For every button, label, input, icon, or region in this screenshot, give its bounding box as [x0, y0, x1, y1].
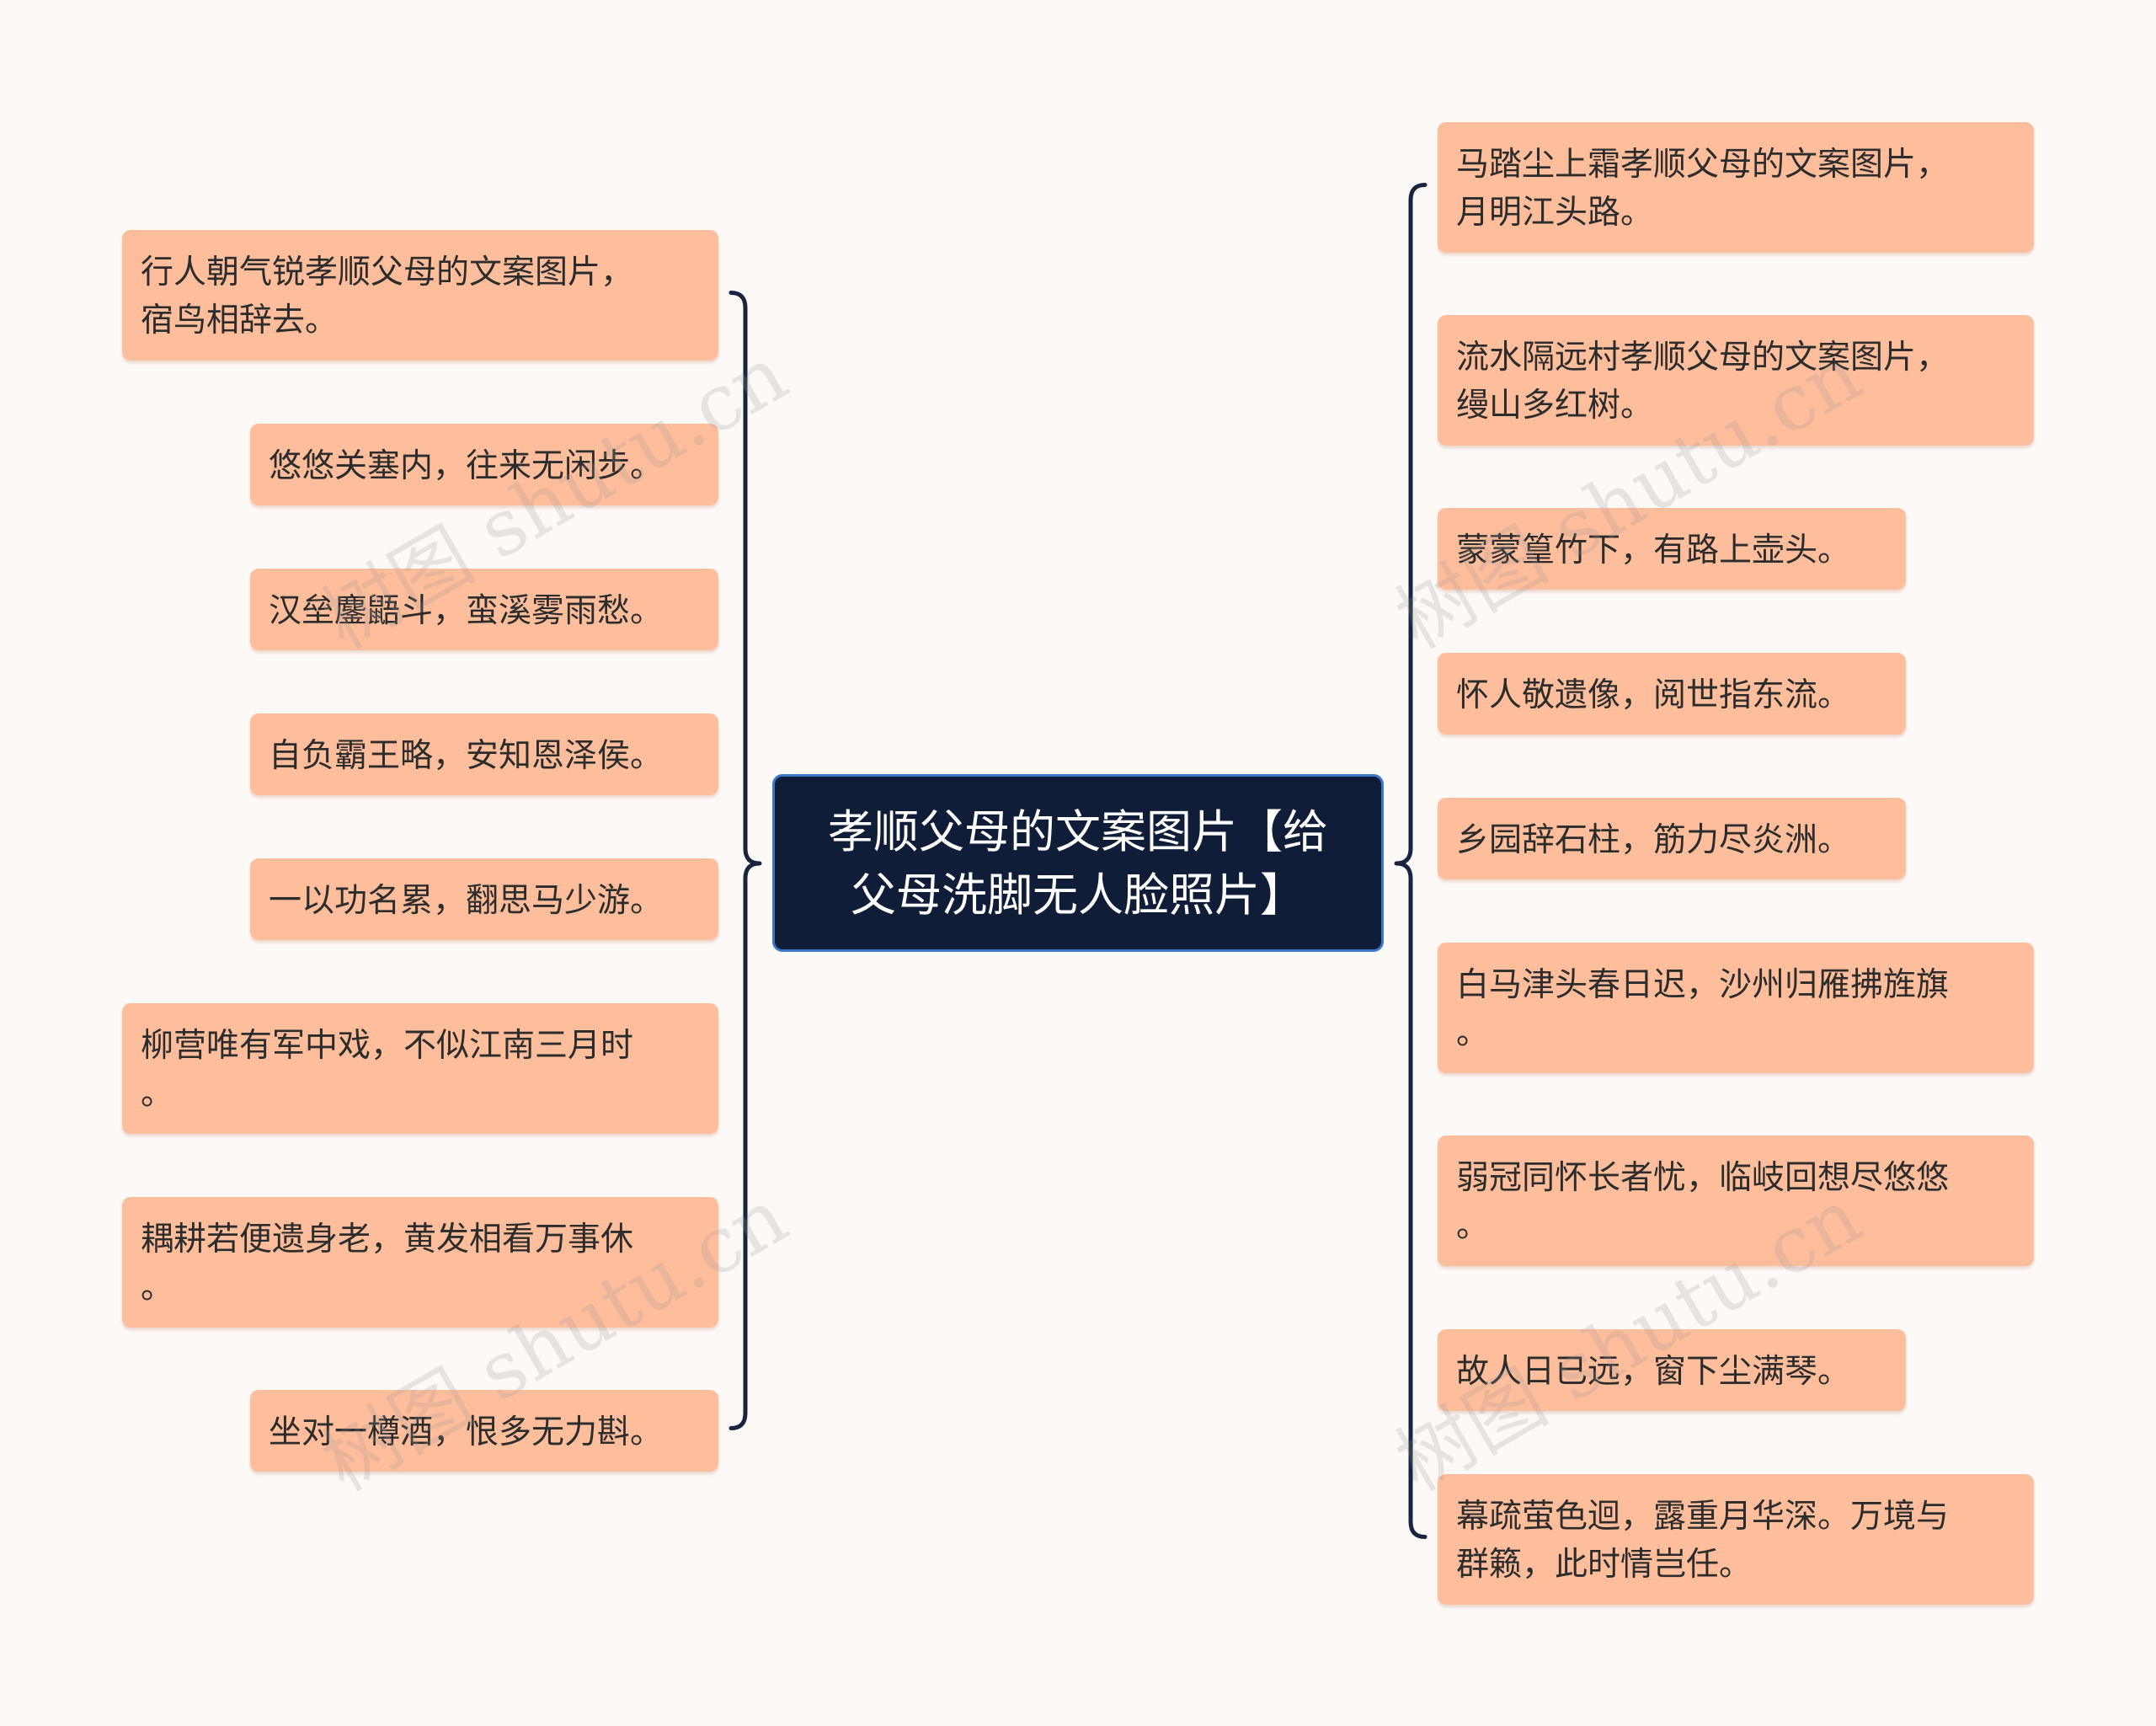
left-branch-node[interactable]: 耦耕若便遗身老，黄发相看万事休 。	[122, 1197, 718, 1328]
right-branch-node[interactable]: 幕疏萤色迴，露重月华深。万境与 群籁，此时情岂任。	[1438, 1474, 2034, 1605]
right-branch-node[interactable]: 马踏尘上霜孝顺父母的文案图片， 月明江头路。	[1438, 122, 2034, 253]
right-branch-node[interactable]: 怀人敬遗像，阅世指东流。	[1438, 653, 1906, 735]
left-branch-node[interactable]: 悠悠关塞内，往来无闲步。	[250, 424, 718, 505]
left-branch-node[interactable]: 一以功名累，翻思马少游。	[250, 858, 718, 940]
right-bracket-connector	[1394, 183, 1428, 1539]
right-branch-node[interactable]: 乡园辞石柱，筋力尽炎洲。	[1438, 798, 1906, 879]
central-topic[interactable]: 孝顺父母的文案图片【给 父母洗脚无人脸照片】	[772, 774, 1384, 952]
right-branch-node[interactable]: 流水隔远村孝顺父母的文案图片， 缦山多红树。	[1438, 315, 2034, 446]
left-branch-node[interactable]: 坐对一樽酒，恨多无力斟。	[250, 1390, 718, 1472]
left-branch-node[interactable]: 汉垒鏖鼯斗，蛮溪雾雨愁。	[250, 569, 718, 650]
left-branch-node[interactable]: 柳营唯有军中戏，不似江南三月时 。	[122, 1003, 718, 1134]
right-branch-node[interactable]: 白马津头春日迟，沙州归雁拂旌旗 。	[1438, 943, 2034, 1073]
left-branch-node[interactable]: 自负霸王略，安知恩泽侯。	[250, 713, 718, 795]
right-branch-node[interactable]: 故人日已远，窗下尘满琴。	[1438, 1329, 1906, 1411]
left-bracket-connector	[728, 291, 762, 1430]
left-branch-node[interactable]: 行人朝气锐孝顺父母的文案图片， 宿鸟相辞去。	[122, 230, 718, 361]
right-branch-node[interactable]: 弱冠同怀长者忧，临岐回想尽悠悠 。	[1438, 1136, 2034, 1266]
right-branch-node[interactable]: 蒙蒙篁竹下，有路上壶头。	[1438, 508, 1906, 590]
